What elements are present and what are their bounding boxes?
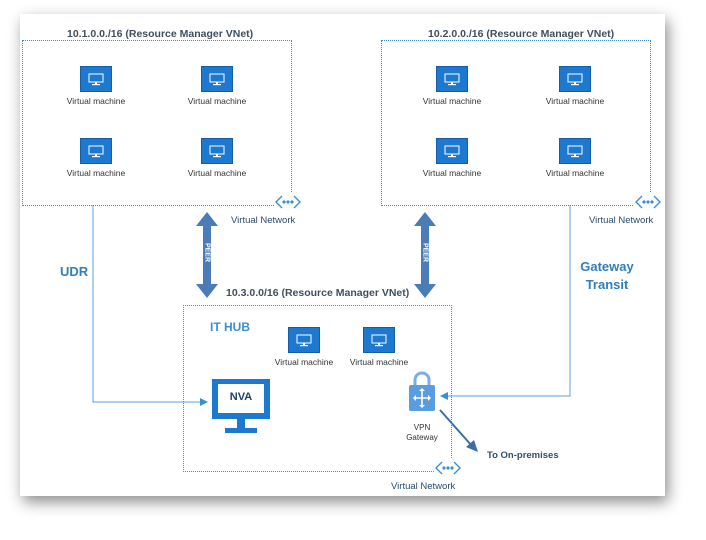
gateway-transit-connector <box>440 205 571 400</box>
vm-icon <box>559 138 591 164</box>
vm-hub-2[interactable]: Virtual machine <box>334 327 424 367</box>
vpn-gateway[interactable]: VPN Gateway <box>406 371 438 447</box>
nva-appliance[interactable]: NVA <box>211 378 271 436</box>
vm-left-4[interactable]: Virtual machine <box>172 138 262 178</box>
vnet-left <box>22 40 292 206</box>
virtual-network-icon <box>434 458 462 478</box>
vm-right-1[interactable]: Virtual machine <box>407 66 497 106</box>
monitor-icon <box>212 379 270 433</box>
vm-label: Virtual machine <box>545 168 605 178</box>
gateway-transit-line1: Gateway <box>580 259 634 274</box>
virtual-network-label-left: Virtual Network <box>231 215 296 226</box>
virtual-network-icon <box>274 192 302 212</box>
vnet-right-title: 10.2.0.0./16 (Resource Manager VNet) <box>428 28 615 40</box>
vm-label: Virtual machine <box>187 168 247 178</box>
vm-hub-1[interactable]: Virtual machine <box>259 327 349 367</box>
peer-label-right: PEER <box>421 242 429 263</box>
vnet-hub-title: 10.3.0.0/16 (Resource Manager VNet) <box>226 287 410 299</box>
gateway-transit-label: Gateway Transit <box>575 259 639 292</box>
vm-right-4[interactable]: Virtual machine <box>530 138 620 178</box>
vm-label: Virtual machine <box>422 168 482 178</box>
vnet-hub <box>183 305 452 472</box>
vm-left-2[interactable]: Virtual machine <box>172 66 262 106</box>
udr-label: UDR <box>60 264 89 279</box>
vm-label: Virtual machine <box>274 357 334 367</box>
vm-label: Virtual machine <box>349 357 409 367</box>
udr-connector <box>92 205 208 406</box>
vm-label: Virtual machine <box>66 96 126 106</box>
vpn-gateway-line2: Gateway <box>406 433 438 442</box>
to-onprem-label: To On-premises <box>487 450 559 461</box>
virtual-network-label-right: Virtual Network <box>589 215 654 226</box>
vm-left-3[interactable]: Virtual machine <box>51 138 141 178</box>
vm-label: Virtual machine <box>187 96 247 106</box>
vm-icon <box>559 66 591 92</box>
hub-name: IT HUB <box>210 320 250 334</box>
vm-icon <box>80 66 112 92</box>
vm-left-1[interactable]: Virtual machine <box>51 66 141 106</box>
gateway-transit-line2: Transit <box>585 277 629 292</box>
vm-icon <box>201 66 233 92</box>
vm-icon <box>363 327 395 353</box>
vm-icon <box>201 138 233 164</box>
vm-label: Virtual machine <box>422 96 482 106</box>
to-onprem-connector <box>439 409 473 447</box>
vnet-left-title: 10.1.0.0./16 (Resource Manager VNet) <box>67 28 254 40</box>
peer-arrow-right <box>414 212 436 298</box>
peer-arrow-left <box>196 212 218 298</box>
vm-label: Virtual machine <box>545 96 605 106</box>
vm-icon <box>80 138 112 164</box>
vnet-right <box>381 40 651 206</box>
vm-right-2[interactable]: Virtual machine <box>530 66 620 106</box>
vm-icon <box>288 327 320 353</box>
to-onprem-arrowhead <box>466 440 478 452</box>
vm-icon <box>436 138 468 164</box>
vm-right-3[interactable]: Virtual machine <box>407 138 497 178</box>
vpn-gateway-line1: VPN <box>413 423 431 432</box>
diagram-frame <box>20 14 665 496</box>
vm-label: Virtual machine <box>66 168 126 178</box>
virtual-network-label-hub: Virtual Network <box>391 481 456 492</box>
nva-label: NVA <box>229 391 253 403</box>
vpn-gateway-lock-icon <box>409 371 435 411</box>
peer-label-left: PEER <box>203 242 211 263</box>
vm-icon <box>436 66 468 92</box>
virtual-network-icon <box>634 192 662 212</box>
